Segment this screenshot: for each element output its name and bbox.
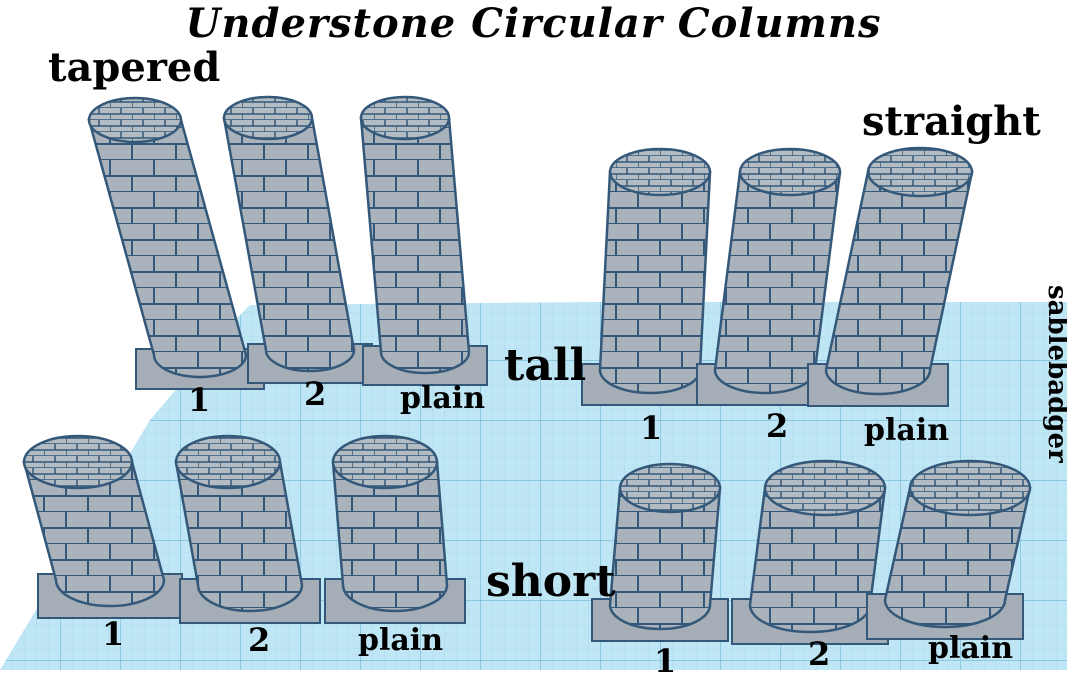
column-shaft (883, 486, 1032, 629)
column-shaft (824, 170, 974, 396)
column-shaft (331, 460, 449, 613)
column-straight-tall-plain (807, 146, 974, 407)
column-top (331, 434, 439, 490)
variant-label-straight-short-2: 2 (808, 635, 831, 673)
column-top (87, 96, 183, 144)
column-shaft (87, 118, 248, 379)
column-top (174, 434, 282, 490)
variant-label-tapered-short-2: 2 (248, 621, 271, 659)
column-straight-short-1 (591, 462, 729, 642)
group-label-straight: straight (862, 98, 1041, 145)
column-top (359, 95, 451, 141)
column-top (22, 434, 134, 490)
variant-label-straight-short-1: 1 (654, 642, 677, 680)
variant-label-straight-short-plain: plain (928, 631, 1014, 666)
column-shaft (174, 460, 304, 613)
row-label-short: short (486, 556, 616, 607)
column-top (738, 147, 842, 197)
column-top (866, 146, 974, 198)
column-tapered-short-2 (174, 434, 321, 624)
column-tapered-short-1 (22, 434, 183, 619)
column-straight-tall-1 (581, 147, 719, 406)
column-top (763, 459, 887, 517)
author-watermark: sablebadger (1042, 285, 1067, 463)
variant-label-straight-tall-plain: plain (864, 413, 950, 448)
column-tapered-short-plain (324, 434, 466, 624)
column-shaft (222, 116, 356, 373)
group-label-tapered: tapered (48, 44, 221, 91)
column-straight-short-plain (866, 459, 1032, 640)
column-tapered-tall-1 (87, 96, 265, 390)
column-tapered-tall-plain (359, 95, 488, 386)
column-straight-short-2 (731, 459, 889, 645)
variant-label-tapered-short-plain: plain (358, 623, 444, 658)
column-top (222, 95, 314, 141)
column-tapered-tall-2 (222, 95, 373, 384)
row-label-tall: tall (504, 340, 587, 391)
variant-label-tapered-short-1: 1 (102, 615, 125, 653)
column-top (908, 459, 1032, 517)
columns (22, 95, 1032, 645)
variant-label-tapered-tall-plain: plain (400, 381, 486, 416)
variant-label-straight-tall-1: 1 (640, 409, 663, 447)
column-shaft (608, 486, 722, 631)
column-top (608, 147, 712, 197)
column-shaft (598, 170, 712, 395)
column-top (618, 462, 722, 514)
variant-label-straight-tall-2: 2 (766, 407, 789, 445)
variant-label-tapered-tall-1: 1 (188, 381, 211, 419)
column-shaft (22, 460, 166, 608)
variant-label-tapered-tall-2: 2 (304, 375, 327, 413)
column-shaft (359, 116, 471, 375)
page-title: Understone Circular Columns (185, 0, 882, 47)
